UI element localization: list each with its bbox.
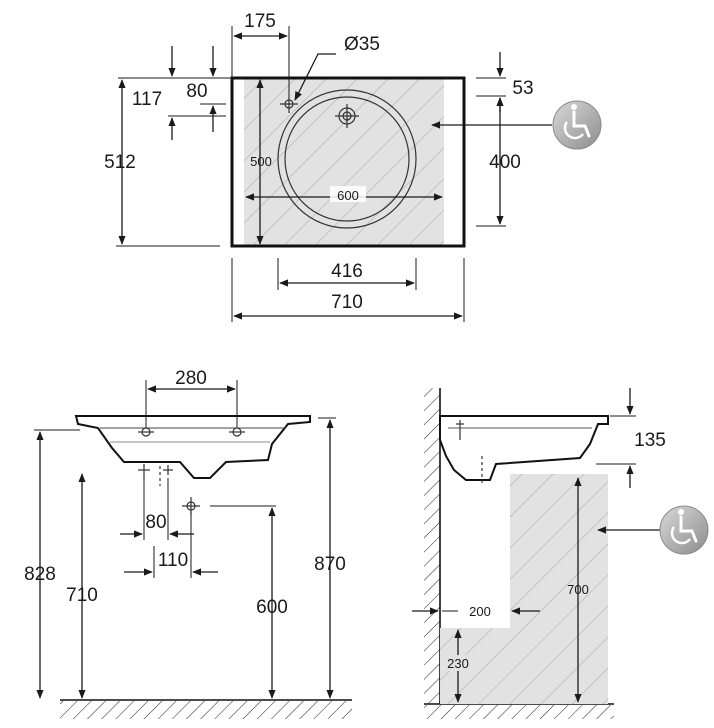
access-zone-top [244,78,444,246]
tap-hole-symbol [280,95,298,113]
dim-135: 135 [634,430,666,451]
dim-200: 200 [469,604,491,619]
dim-870: 870 [314,554,346,575]
basin-side-profile [439,415,609,481]
top-view: 175 Ø35 117 80 512 500 600 53 400 [104,11,602,322]
dim-175: 175 [244,11,276,32]
dim-53: 53 [512,78,533,99]
dim-500: 500 [250,154,272,169]
dim-828: 828 [24,564,56,585]
bowl-circle [277,89,417,229]
dim-110: 110 [158,550,188,571]
dim-117: 117 [132,89,162,110]
dim-700: 700 [567,582,589,597]
wheelchair-accessibility-icon [552,100,602,150]
front-view: 280 80 110 828 710 [24,368,352,719]
dim-diameter-35: Ø35 [344,34,380,55]
basin-outline-top [230,76,466,248]
dim-600-front: 600 [256,597,288,618]
dim-512: 512 [104,152,136,173]
dim-80-top: 80 [186,81,207,102]
dim-230: 230 [447,656,469,671]
dim-710-top: 710 [331,292,363,313]
access-zone-side [440,474,608,704]
wheelchair-accessibility-icon-side [659,505,709,555]
dim-600-inner: 600 [337,188,359,203]
wall-hatching [424,388,440,704]
drain-symbol-side [456,420,483,484]
dim-280: 280 [175,368,207,389]
side-view: 135 700 200 230 [412,388,709,719]
drain-symbol-top [335,104,359,128]
basin-front-profile [74,415,311,479]
dim-400: 400 [489,152,521,173]
dim-80-front: 80 [145,512,166,533]
bowl-inner-circle [284,96,410,222]
dim-710-front: 710 [66,585,98,606]
drain-symbol-front [138,464,200,515]
dim-416: 416 [331,261,363,282]
